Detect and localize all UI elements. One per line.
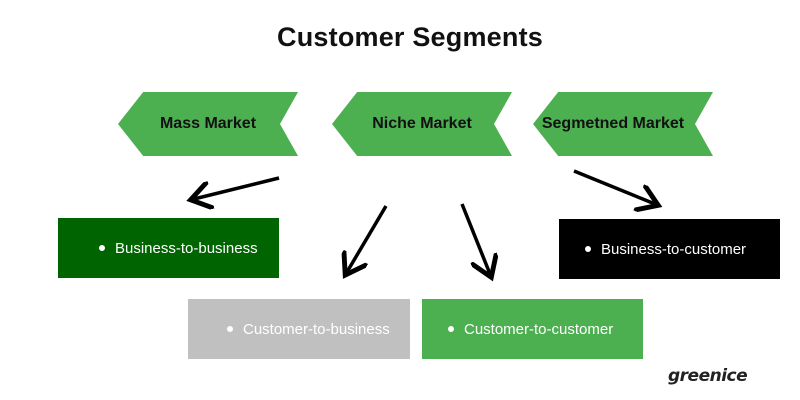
box-customer-to-business: Customer-to-business [188,299,410,359]
segment-label: Segmetned Market [541,115,685,132]
box-label: Customer-to-business [243,320,390,338]
arrow-mass-to-b2b [194,176,280,199]
bullet-icon [227,326,233,332]
box-label: Customer-to-customer [464,320,614,338]
segment-label: Niche Market [372,115,472,132]
arrow-niche-to-c2c [460,203,490,274]
diagram-title: Customer Segments [277,22,543,52]
box-business-to-customer: Business-to-customer [559,219,780,279]
segment-label: Mass Market [159,115,257,132]
bullet-icon [448,326,454,332]
segment-niche-market: Niche Market [332,92,512,156]
segment-mass-market: Mass Market [118,92,298,156]
arrow-seg-to-b2c [573,169,655,204]
box-customer-to-customer: Customer-to-customer [422,299,643,359]
bullet-icon [99,245,105,251]
box-business-to-business: Business-to-business [58,218,279,278]
arrow-niche-to-c2b [347,205,388,272]
segment-segmented-market: Segmetned Market [533,92,713,156]
box-label: Business-to-business [115,239,258,257]
greenice-logo: greenice [668,366,748,386]
bullet-icon [585,246,591,252]
box-label: Business-to-customer [601,240,747,258]
